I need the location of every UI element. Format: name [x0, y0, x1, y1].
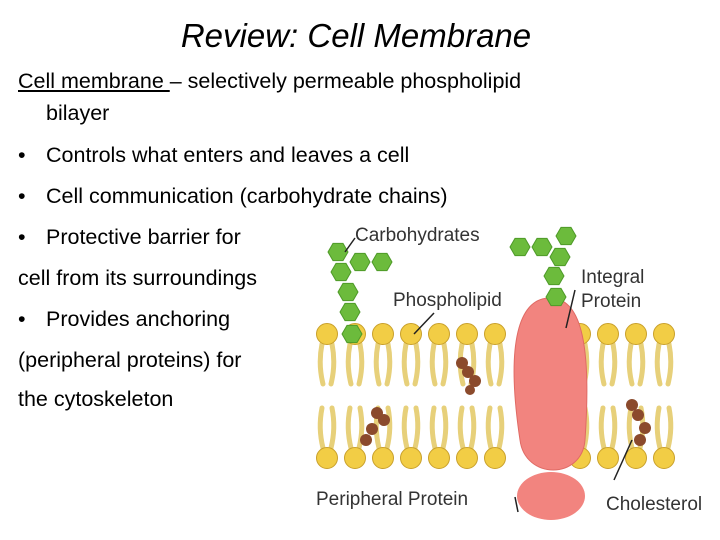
definition-continuation: bilayer: [46, 101, 110, 125]
label-integral-line1: Integral: [581, 267, 644, 288]
bullet-marker: •: [18, 225, 26, 249]
bullet-text: Cell communication (carbohydrate chains): [46, 184, 448, 208]
bullet-continuation: (peripheral proteins) for: [18, 348, 242, 372]
phospholipid-bilayer: [317, 324, 675, 469]
label-integral-line2: Protein: [581, 291, 641, 312]
bullet-item: • Cell communication (carbohydrate chains…: [18, 181, 448, 211]
definition-text: – selectively permeable phospholipid: [169, 69, 522, 93]
bullet-marker: •: [18, 143, 26, 167]
integral-protein: [513, 297, 588, 471]
bullet-marker: •: [18, 184, 26, 208]
bullet-text: Controls what enters and leaves a cell: [46, 143, 410, 167]
cholesterol-molecules: [360, 357, 651, 446]
bullet-item: • Controls what enters and leaves a cell: [18, 140, 409, 170]
bullet-item: • Protective barrier for: [18, 222, 241, 252]
definition-term: Cell membrane: [18, 69, 170, 93]
bullet-text: Provides anchoring: [46, 307, 231, 331]
label-cholesterol: Cholesterol: [606, 494, 702, 515]
bullet-text: Protective barrier for: [46, 225, 241, 249]
peripheral-protein: [517, 472, 585, 520]
definition-line: Cell membrane – selectively permeable ph…: [18, 66, 521, 96]
slide-title: Review: Cell Membrane: [180, 17, 532, 54]
bullet-continuation: the cytoskeleton: [18, 387, 174, 411]
bullet-marker: •: [18, 307, 26, 331]
label-peripheral-protein: Peripheral Protein: [316, 489, 468, 510]
bullet-item: • Provides anchoring: [18, 304, 230, 334]
label-pointers: [344, 237, 633, 513]
label-carbohydrates: Carbohydrates: [355, 225, 480, 246]
label-phospholipid: Phospholipid: [393, 290, 502, 311]
bullet-continuation: cell from its surroundings: [18, 266, 257, 290]
